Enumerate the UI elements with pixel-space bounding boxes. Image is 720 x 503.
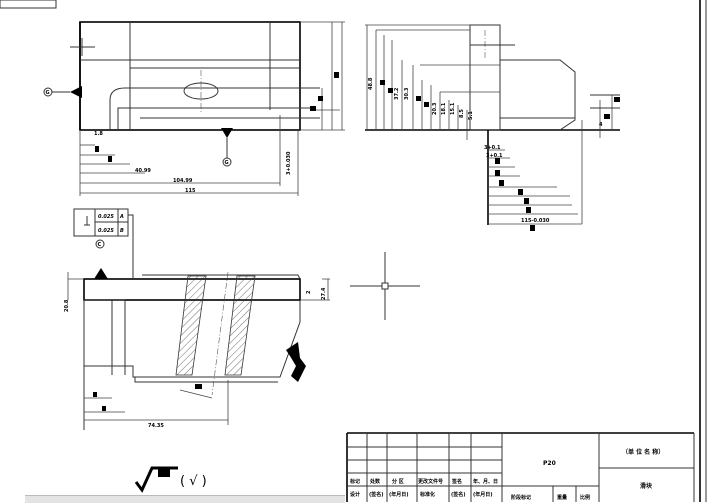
svg-text:比例: 比例	[580, 494, 590, 501]
svg-text:阶段标记: 阶段标记	[511, 494, 531, 501]
svg-text:3+0.1: 3+0.1	[484, 145, 501, 151]
svg-text:20.8: 20.8	[64, 299, 70, 312]
svg-text:G: G	[46, 90, 50, 96]
svg-text:3+0.1: 3+0.1	[486, 153, 503, 159]
svg-text:重量: 重量	[557, 494, 567, 501]
svg-text:0.025: 0.025	[98, 228, 114, 234]
part-name: 滑块	[640, 482, 653, 490]
svg-text:3+0.030: 3+0.030	[286, 151, 292, 175]
side-view: 48.8 37.2 30.3 20.3 18.1 15.1 8.5 5.1 3+…	[365, 24, 620, 231]
svg-text:(签名): (签名)	[369, 491, 384, 498]
svg-text:分 区: 分 区	[392, 478, 404, 485]
part-code: P20	[543, 460, 556, 467]
svg-text:年、月、日: 年、月、日	[473, 478, 498, 485]
corner-box	[0, 0, 57, 9]
svg-text:B: B	[120, 228, 124, 234]
svg-text:标准化: 标准化	[419, 491, 435, 498]
bottom-view: 27.4 2 20.8 74.35	[64, 268, 330, 430]
svg-text:27.4: 27.4	[321, 287, 327, 300]
svg-text:8.5: 8.5	[459, 109, 465, 118]
title-block: P20 （单 位 名 称） 滑块 标记 处数 分 区 更改文件号 签名 年、月、…	[346, 432, 695, 502]
svg-text:104.99: 104.99	[173, 178, 193, 184]
svg-text:20.3: 20.3	[432, 102, 438, 115]
svg-text:(年月日): (年月日)	[389, 491, 409, 498]
svg-text:标记: 标记	[349, 478, 360, 485]
svg-text:G: G	[225, 160, 229, 166]
svg-text:设计: 设计	[350, 491, 360, 498]
svg-text:( √ ): ( √ )	[180, 474, 207, 489]
svg-text:签名: 签名	[451, 478, 462, 485]
unit-name: （单 位 名 称）	[622, 448, 664, 456]
datum-triangle-icon	[70, 86, 82, 98]
svg-text:(年月日): (年月日)	[473, 491, 493, 498]
front-view: G G 1.8 40.99 104.99 115 3+0.030	[43, 21, 345, 196]
svg-text:处数: 处数	[369, 478, 381, 485]
svg-text:30.3: 30.3	[404, 87, 410, 100]
svg-text:115: 115	[185, 188, 196, 194]
svg-text:48.8: 48.8	[368, 77, 374, 90]
svg-text:(签名): (签名)	[451, 491, 466, 498]
tolerance-frame: 0.025 A 0.025 B C	[73, 208, 134, 278]
svg-text:更改文件号: 更改文件号	[418, 478, 443, 485]
svg-text:40.99: 40.99	[135, 168, 151, 174]
svg-text:18.1: 18.1	[441, 102, 447, 115]
svg-text:74.35: 74.35	[148, 423, 164, 429]
svg-text:A: A	[119, 214, 124, 220]
svg-text:115-0.030: 115-0.030	[521, 218, 550, 224]
crosshair-cursor	[350, 252, 420, 320]
svg-text:1.8: 1.8	[94, 131, 103, 137]
svg-text:37.2: 37.2	[394, 87, 400, 100]
svg-text:15.1: 15.1	[450, 102, 456, 115]
roughness-mark-icon	[286, 342, 306, 382]
status-bar	[25, 495, 345, 503]
svg-text:2: 2	[306, 290, 312, 294]
svg-text:0.025: 0.025	[98, 214, 114, 220]
svg-text:5.1: 5.1	[468, 111, 474, 120]
surface-finish-symbol: ( √ )	[134, 466, 207, 493]
svg-text:4: 4	[599, 122, 603, 128]
svg-text:C: C	[98, 242, 102, 248]
